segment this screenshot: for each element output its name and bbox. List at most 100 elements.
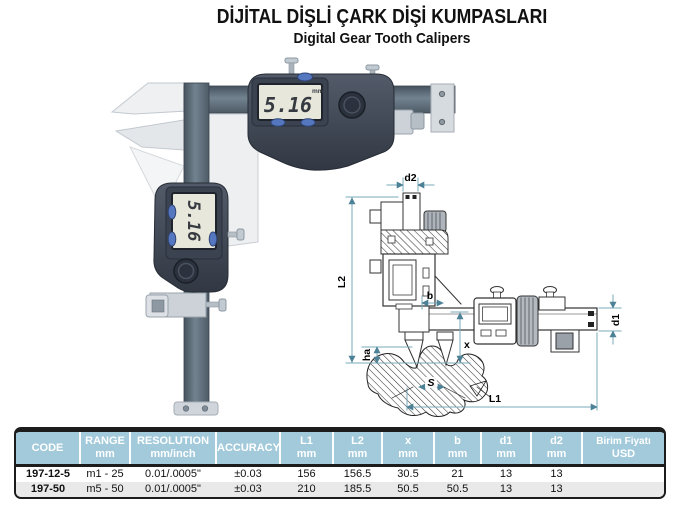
cell-range: m5 - 50 (86, 483, 124, 496)
page-header: DİJİTAL DİŞLİ ÇARK DİŞİ KUMPASLARI Digit… (0, 6, 680, 47)
diagram-button (422, 267, 430, 279)
cell-accuracy: ±0.03 (234, 468, 262, 481)
fine-adjust-knob (410, 112, 425, 130)
beam-end-mark (588, 322, 594, 327)
thumb-screw (284, 57, 299, 75)
body-edge (434, 275, 462, 305)
col-header-accuracy: ACCURACY (216, 432, 281, 468)
beam-end-mark (588, 311, 594, 316)
slider-block (380, 201, 404, 231)
cell-l1: 156 (297, 468, 316, 481)
zero-button (300, 118, 316, 127)
lcd-reading: 5.16 (183, 201, 203, 242)
col-header-code: CODE (16, 432, 81, 468)
hatched-cap (380, 229, 449, 255)
cell-x: 50.5 (397, 483, 419, 496)
logo-ring (343, 96, 361, 114)
page-subtitle: Digital Gear Tooth Calipers (293, 30, 471, 47)
lcd-screen (171, 192, 217, 250)
stem-connector (395, 303, 413, 310)
cell-b: 50.5 (446, 483, 469, 496)
product-photo: 5.16 mm 5.16 (110, 57, 456, 416)
illustration: 5.16 mm 5.16 (0, 50, 680, 425)
on-off-button (167, 231, 177, 247)
cell-b: 21 (451, 468, 464, 481)
cap-screw (387, 235, 396, 244)
mode-button (297, 72, 313, 82)
knurl-lines (520, 297, 534, 345)
dimension-lines (345, 177, 622, 411)
s-label-halo (425, 377, 437, 388)
label-ha: ha (361, 349, 373, 361)
table-row: 197-50 m5 - 50 0.01/.0005" ±0.03 210 185… (16, 482, 664, 498)
diagram-button (495, 329, 507, 337)
clamp-screw-stem (205, 301, 221, 308)
clamp-screw-head (218, 298, 227, 312)
tip-holder (436, 331, 454, 341)
cell-range: m1 - 25 (86, 468, 124, 481)
knurled-block (423, 210, 447, 233)
zero-button (208, 231, 218, 247)
cell-d2: 13 (550, 468, 563, 481)
mode-button (167, 204, 177, 220)
cell-resolution: 0.01/.0005" (145, 483, 201, 496)
vertical-caliper-body: 5.16 (153, 182, 229, 293)
cell-price (582, 466, 664, 483)
knurled-block (516, 295, 539, 347)
cell-price (582, 482, 664, 497)
illustration-svg: 5.16 mm 5.16 (110, 57, 622, 417)
label-S: S (427, 377, 434, 389)
diagram-button (422, 285, 430, 297)
cell-code: 197-12-5 (25, 468, 71, 481)
diagram-lcd-inner (482, 306, 508, 322)
cell-l1: 210 (297, 483, 316, 496)
bracket-screw (438, 118, 446, 126)
lcd-unit: mm (312, 88, 324, 95)
end-plate-screw (182, 405, 190, 412)
gear-flake (469, 380, 487, 397)
side-screw-head (236, 228, 245, 241)
diagram-lcd-inner (392, 264, 413, 296)
probe-contact (412, 195, 417, 199)
cell-x: 30.5 (397, 468, 419, 481)
label-L2: L2 (336, 276, 348, 288)
clamp-slot (151, 299, 165, 313)
s-leader (391, 386, 414, 399)
on-off-button (270, 118, 286, 127)
cell-l2: 185.5 (343, 483, 372, 496)
end-plate-screw (201, 405, 209, 412)
label-d2: d2 (404, 172, 416, 184)
screw-bracket (538, 296, 566, 311)
l1-leader (476, 386, 491, 398)
label-x: x (464, 339, 470, 351)
beam-end-plate (173, 401, 219, 416)
cell-d1: 13 (499, 468, 513, 481)
thumb-screw-side (369, 259, 382, 274)
page-title: DİJİTAL DİŞLİ ÇARK DİŞİ KUMPASLARI (216, 6, 548, 28)
cell-code: 197-50 (30, 483, 66, 496)
horizontal-caliper-body: 5.16 mm (247, 72, 395, 171)
clamp-knurl (555, 332, 574, 350)
technical-diagram: d2 L2 b ha x d1 S L1 (336, 172, 622, 417)
tip-holder (404, 331, 424, 341)
thumb-screw-side (369, 209, 382, 224)
logo-button (173, 258, 199, 284)
label-L1: L1 (489, 393, 501, 405)
lcd-reading: 5.16 (264, 93, 312, 117)
diagram-button (480, 329, 492, 337)
cell-d1: 13 (499, 483, 513, 496)
beam-end-bracket (430, 83, 455, 133)
cell-accuracy: ±0.03 (234, 483, 262, 496)
measuring-tip (437, 339, 454, 367)
diagram-thumb-screw-stem (493, 291, 501, 299)
